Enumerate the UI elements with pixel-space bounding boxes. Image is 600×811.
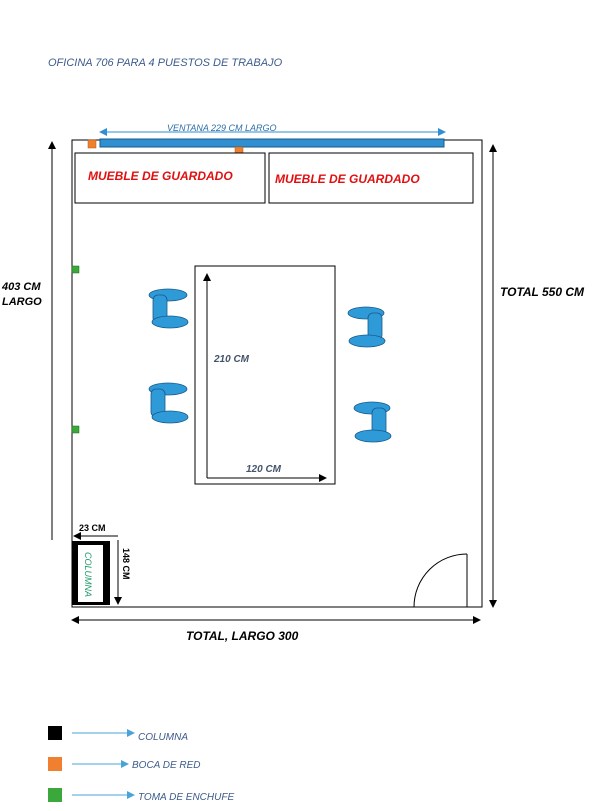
table-height-label: 210 CM [213,354,250,365]
legend-power-swatch [48,788,62,802]
chair-icon [353,401,392,443]
legend-network-label: BOCA DE RED [132,760,201,771]
left-height-sublabel: LARGO [2,296,42,308]
storage-furniture-right [268,152,474,204]
left-height-label: 403 CM [1,281,41,293]
chair-icon [347,306,386,348]
legend-column-swatch [48,726,62,740]
table-width-label: 120 CM [246,464,282,475]
power-outlet-icon [71,265,80,274]
right-total-label: TOTAL 550 CM [500,285,585,299]
column-label: COLUMNA [83,552,93,597]
bottom-total-label: TOTAL, LARGO 300 [186,629,299,643]
meeting-table [194,265,336,485]
network-outlet-icon [234,146,244,154]
storage-furniture-left [74,152,266,204]
storage-furniture-right-label: MUEBLE DE GUARDADO [275,172,420,186]
legend-power-label: TOMA DE ENCHUFE [138,792,234,803]
power-outlet-icon [71,425,80,434]
door-icon [413,553,468,608]
column-height-label: 148 CM [121,548,131,580]
network-outlet-icon [87,139,97,149]
column-width-label: 23 CM [79,523,106,533]
chair-icon [148,382,189,424]
legend-column-label: COLUMNA [138,732,188,743]
window-label: VENTANA 229 CM LARGO [167,123,277,133]
chair-icon [148,288,189,329]
legend-network-swatch [48,757,62,771]
column-inner [78,545,103,602]
window [99,138,445,148]
storage-furniture-left-label: MUEBLE DE GUARDADO [88,169,233,183]
page-title: OFICINA 706 PARA 4 PUESTOS DE TRABAJO [48,57,283,69]
